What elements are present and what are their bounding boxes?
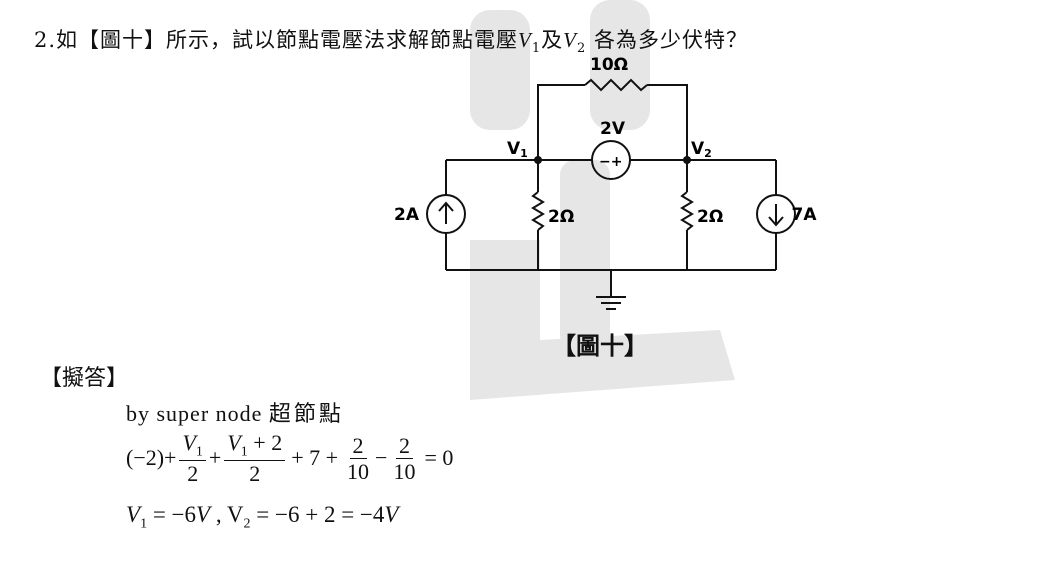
- frac3-den: 10: [347, 458, 370, 484]
- fraction-2-over-10-a: 2 10: [344, 433, 372, 485]
- ground-icon: [596, 270, 626, 310]
- node-v2-dot: [683, 156, 691, 164]
- fraction-v1-over-2: V1 2: [179, 430, 206, 487]
- frac1-den: 2: [187, 461, 199, 487]
- result-v1-sub: 1: [140, 516, 148, 532]
- frac2-den: 2: [249, 461, 261, 487]
- fraction-v1plus2-over-2: V1 + 2 2: [224, 430, 286, 487]
- wire-top-right: [647, 84, 688, 160]
- answer-line-supernode: by super node 超節點: [126, 396, 344, 428]
- result-v2-sub: 2: [243, 516, 251, 532]
- frac3-num: 2: [349, 433, 367, 459]
- result-v2-unit: V: [384, 502, 399, 527]
- frac2-sub: 1: [240, 444, 248, 460]
- figure-caption: 【圖十】: [552, 332, 648, 360]
- circuit-diagram: 10Ω 2V −+ V1 V2 2A 2Ω 2Ω 7A: [394, 55, 818, 310]
- question-body: 如【圖十】所示，試以節點電壓法求解節點電壓: [56, 28, 519, 52]
- label-source-sign: −+: [599, 154, 622, 170]
- result-v1: V: [126, 502, 141, 527]
- label-node-v2-sub: 2: [704, 147, 712, 160]
- current-source-7a: [756, 194, 796, 234]
- label-2a: 2A: [394, 205, 420, 225]
- label-10ohm: 10Ω: [590, 55, 628, 75]
- wire-top-left: [537, 84, 585, 160]
- supernode-cjk: 超節點: [268, 402, 344, 427]
- frac2-rest: + 2: [247, 430, 283, 455]
- frac2-num: V1 + 2: [224, 430, 286, 462]
- arrow-down-icon: [768, 204, 784, 227]
- var-v2-sub: 2: [576, 41, 587, 57]
- eq-end: = 0: [424, 445, 454, 471]
- label-node-v2: V2: [691, 139, 712, 160]
- current-source-2a: [426, 194, 466, 234]
- label-r-left: 2Ω: [548, 207, 574, 227]
- resistor-right-2ohm: [680, 191, 694, 231]
- frac1-sub: 1: [195, 444, 203, 460]
- label-2v: 2V: [600, 119, 626, 139]
- result-v2: V: [226, 502, 244, 527]
- result-v1-unit: V: [196, 502, 211, 527]
- resistor-10ohm: [584, 78, 648, 92]
- node-v1-dot: [534, 156, 542, 164]
- label-node-v1-v: V: [507, 139, 521, 159]
- answer-heading: 【擬答】: [40, 366, 129, 391]
- label-7a: 7A: [792, 205, 818, 225]
- eq-plus1: +: [208, 445, 222, 471]
- answer-equation: (−2)+ V1 2 + V1 + 2 2 + 7 + 2 10 − 2 10 …: [126, 430, 453, 487]
- label-node-v1-sub: 1: [520, 147, 528, 160]
- result-v2-eq: = −6 + 2 = −4: [250, 502, 385, 527]
- supernode-en: by super node: [126, 401, 269, 426]
- question-text: 2.如【圖十】所示，試以節點電壓法求解節點電壓V1及V2 各為多少伏特？: [34, 24, 748, 56]
- eq-mid: + 7 +: [291, 445, 339, 471]
- label-r-right: 2Ω: [697, 207, 723, 227]
- var-v1-sub: 1: [531, 41, 542, 57]
- frac1-v: V: [182, 430, 196, 455]
- eq-minus: −: [375, 445, 388, 471]
- var-v1: V: [518, 28, 532, 52]
- question-number: 2.: [34, 28, 57, 52]
- label-node-v1: V1: [507, 139, 528, 160]
- question-and: 及: [541, 28, 564, 52]
- resistor-left-2ohm: [531, 191, 545, 231]
- eq-start: (−2)+: [126, 445, 177, 471]
- fraction-2-over-10-b: 2 10: [390, 433, 418, 485]
- frac4-num: 2: [395, 433, 413, 459]
- label-node-v2-v: V: [691, 139, 705, 159]
- result-sep: ,: [210, 502, 227, 527]
- frac2-v: V: [227, 430, 241, 455]
- answer-result: V1 = −6V , V2 = −6 + 2 = −4V: [126, 502, 398, 533]
- question-tail: 各為多少伏特？: [586, 28, 748, 52]
- frac1-num: V1: [179, 430, 206, 462]
- var-v2: V: [563, 28, 577, 52]
- result-v1-eq: = −6: [147, 502, 197, 527]
- frac4-den: 10: [393, 458, 416, 484]
- arrow-up-icon: [438, 201, 454, 224]
